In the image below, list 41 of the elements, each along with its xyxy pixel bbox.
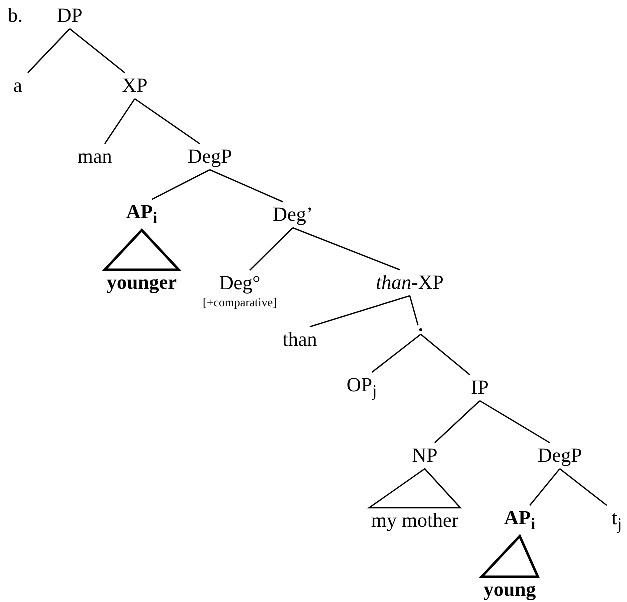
tree-node-label: AP$_{i}$	[126, 202, 158, 228]
junction-dot	[420, 328, 422, 332]
branch-line	[530, 468, 560, 506]
branch-line	[104, 98, 136, 144]
branch-line	[310, 295, 410, 328]
tree-node-label: Deg°	[218, 274, 262, 294]
branch-line	[420, 334, 470, 376]
tree-node-label: younger	[107, 273, 177, 293]
tree-node-label: DegP	[188, 147, 232, 167]
tree-node-label: XP	[122, 76, 148, 96]
branch-line	[480, 400, 550, 444]
triangle-branch	[102, 228, 182, 272]
tree-node-label: NP	[412, 446, 438, 466]
tree-node-label: young	[484, 580, 536, 600]
tree-node-label: man	[78, 147, 112, 167]
tree-node-label: than	[282, 330, 318, 350]
tree-node-label: DegP	[538, 446, 582, 466]
tree-node-label: Deg’	[273, 205, 313, 225]
tree-node-label: AP$_{i}$	[504, 508, 536, 534]
tree-node-label: DP	[57, 6, 83, 26]
tree-node-label: my mother	[371, 511, 459, 531]
branch-line	[560, 468, 608, 506]
example-label: b.	[8, 6, 23, 26]
branch-line	[250, 228, 294, 271]
branch-line	[409, 296, 419, 326]
branch-line	[152, 169, 210, 200]
branch-line	[372, 334, 422, 374]
branch-line	[70, 28, 126, 74]
tree-node-label: than-XP	[376, 273, 444, 293]
branch-line	[292, 227, 400, 271]
branch-line	[210, 169, 284, 203]
tree-node-label: IP	[471, 378, 489, 398]
branch-line	[28, 28, 70, 74]
triangle-branch	[367, 468, 462, 509]
feature-annotation: [+comparative]	[202, 296, 278, 308]
branch-line	[134, 98, 200, 145]
tree-node-label: OP$_{j}$	[346, 376, 378, 400]
branch-line	[434, 400, 480, 444]
tree-node-label: t$_{j}$	[612, 508, 622, 534]
tree-node-label: a	[14, 76, 22, 96]
triangle-branch	[478, 534, 540, 578]
